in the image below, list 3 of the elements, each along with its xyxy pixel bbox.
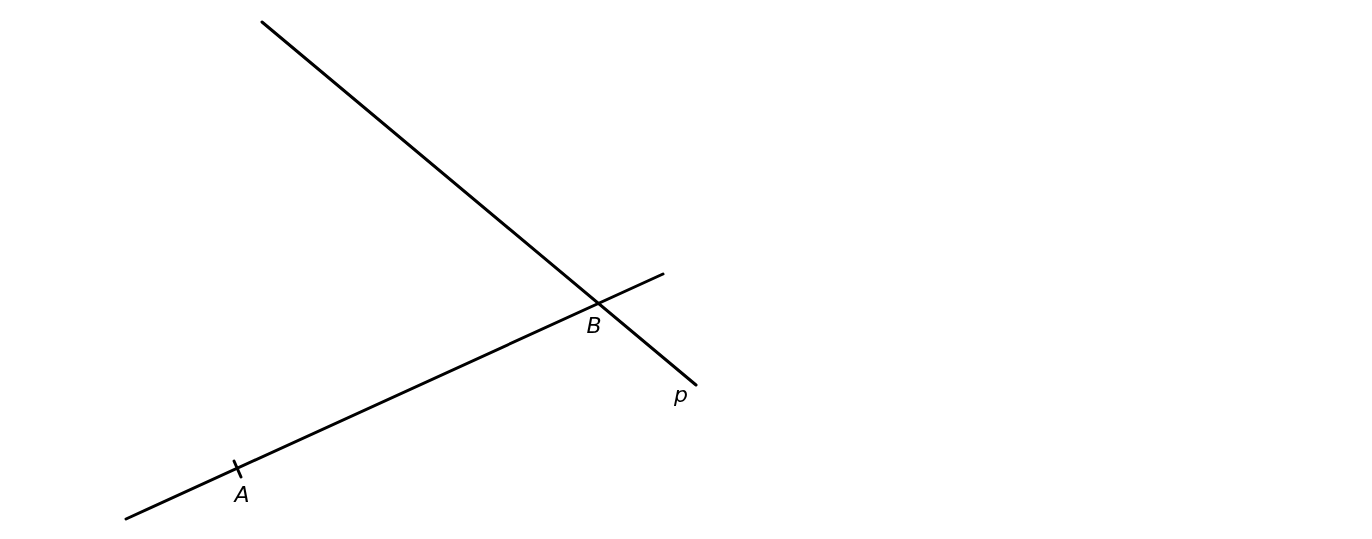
point-label: B — [586, 314, 602, 338]
point-label: p — [674, 383, 688, 407]
point-label: A — [234, 483, 250, 507]
